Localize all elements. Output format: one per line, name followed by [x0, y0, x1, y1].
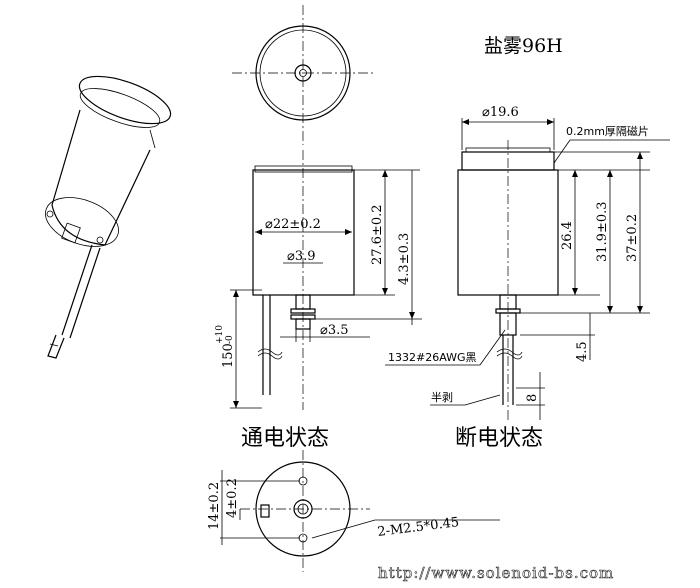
deenergized-label: 断电状态	[455, 426, 543, 451]
watermark-url: http://www.solenoid-bs.com	[378, 564, 614, 582]
spacer-note: 0.2mm厚隔磁片	[566, 125, 649, 138]
solenoid-3d-illustration	[45, 75, 172, 359]
dim-37: 37±0.2	[625, 214, 640, 262]
dim-26-4: 26.4	[560, 221, 575, 250]
energized-front-view	[230, 150, 422, 410]
dim-dia-22: ⌀22±0.2	[265, 217, 321, 232]
dim-27-6: 27.6±0.2	[370, 204, 385, 265]
deenergized-side-view	[385, 118, 670, 420]
salt-spray-title: 盐雾96H	[484, 35, 563, 57]
dim-4: 4±0.2	[225, 478, 240, 518]
wire-note: 1332#26AWG黑	[388, 351, 477, 364]
dim-150: 150	[221, 343, 236, 368]
dim-150-tol-plus: +10	[215, 325, 225, 344]
dim-dia-19-6: ⌀19.6	[482, 105, 519, 120]
dim-31-9: 31.9±0.3	[595, 201, 610, 262]
dim-dia-3-9: ⌀3.9	[287, 249, 316, 264]
dim-dia-3-5: ⌀3.5	[320, 323, 349, 338]
dim-4-5: 4.5	[575, 341, 590, 362]
bottom-view	[220, 450, 500, 572]
dim-150-tol-minus: -0	[225, 335, 235, 344]
screw-note: 2-M2.5*0.45	[377, 515, 460, 540]
energized-label: 通电状态	[241, 426, 329, 451]
dim-4-3: 4.3±0.3	[397, 233, 412, 285]
top-view	[232, 5, 374, 145]
dim-8: 8	[525, 394, 540, 402]
strip-note: 半剥	[431, 390, 453, 404]
dim-14: 14±0.2	[207, 482, 222, 530]
